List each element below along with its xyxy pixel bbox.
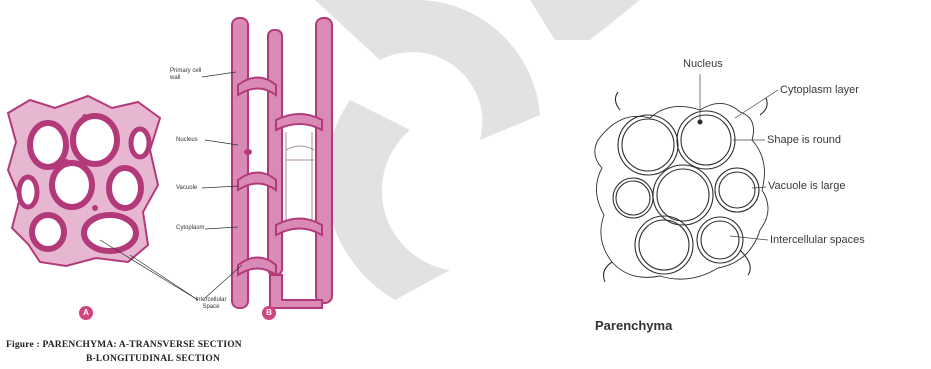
label-cytoplasm-left: Cytoplasm bbox=[176, 225, 204, 231]
label-shape-round: Shape is round bbox=[767, 134, 841, 146]
sub-figure-b-label: B bbox=[262, 306, 276, 320]
parenchyma-title: Parenchyma bbox=[595, 318, 672, 333]
label-vacuole-large: Vacuole is large bbox=[768, 180, 845, 192]
label-intercellular-space-left: Intercellular Space bbox=[194, 297, 228, 311]
figure-caption-line1: Figure : PARENCHYMA: A-TRANSVERSE SECTIO… bbox=[6, 340, 242, 350]
label-intercellular-spaces: Intercellular spaces bbox=[770, 234, 865, 246]
longitudinal-section-drawing bbox=[232, 18, 332, 308]
label-nucleus-right: Nucleus bbox=[683, 58, 723, 70]
watermark bbox=[315, 0, 640, 300]
transverse-section-drawing bbox=[8, 96, 160, 266]
parenchyma-drawing bbox=[595, 92, 768, 282]
label-cytoplasm-layer: Cytoplasm layer bbox=[780, 84, 859, 96]
label-nucleus-left: Nucleus bbox=[176, 137, 198, 143]
figure-caption-line2: B-LONGITUDINAL SECTION bbox=[86, 354, 220, 364]
sub-figure-a-label: A bbox=[79, 306, 93, 320]
label-vacuole-left: Vacuole bbox=[176, 185, 197, 191]
label-primary-cell-wall: Primary cell wall bbox=[170, 68, 210, 82]
